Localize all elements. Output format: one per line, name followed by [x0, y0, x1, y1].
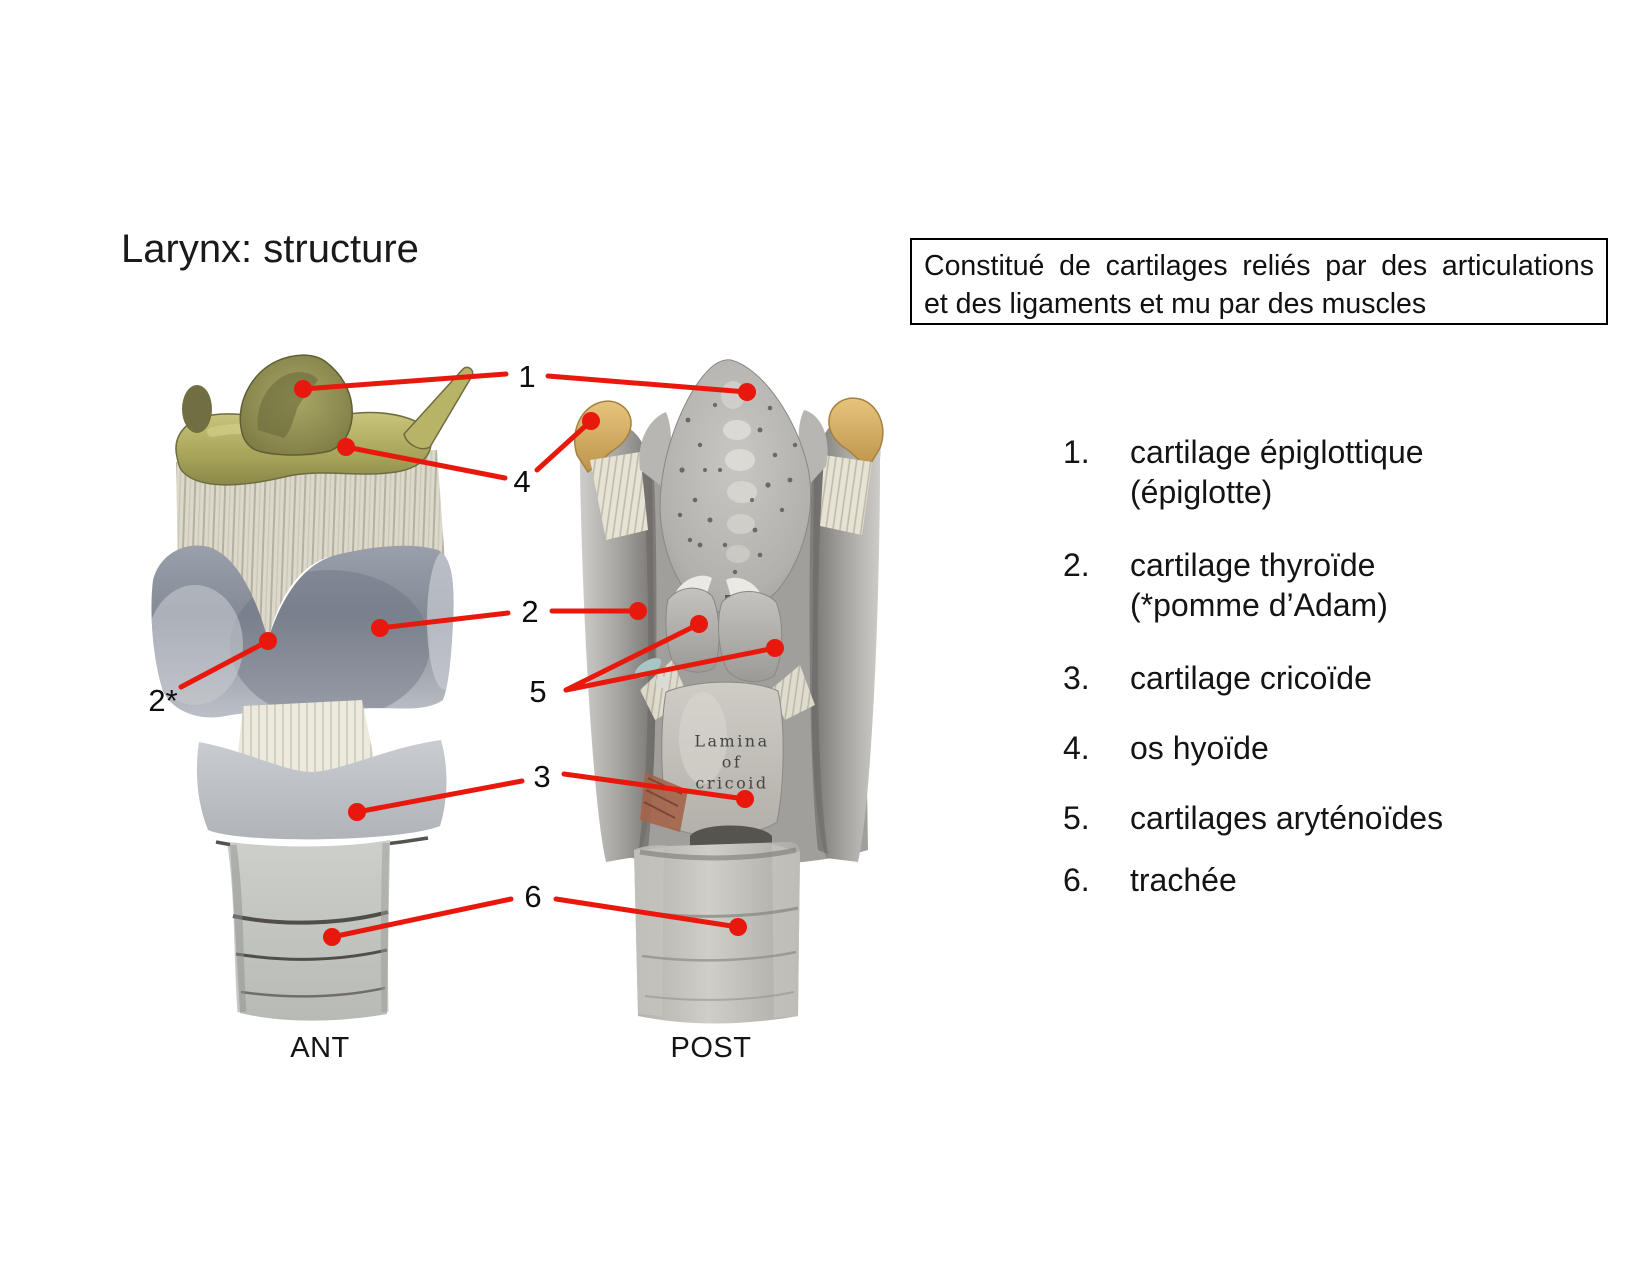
- ligament-left: [590, 452, 648, 540]
- lamina-left-shadow: [638, 472, 657, 854]
- leader-6-left: [329, 896, 514, 940]
- annotation-2star: 2*: [148, 683, 178, 718]
- tracheal-ring-seam: [235, 948, 388, 961]
- anterior-view-caption: ANT: [290, 1032, 350, 1064]
- cricoid-cartilage-anterior: [196, 740, 447, 840]
- leader-6-right: [553, 896, 741, 930]
- legend-item-number: 4.: [1063, 730, 1090, 766]
- leader-dots: [259, 380, 784, 946]
- annotation-5: 5: [529, 674, 547, 709]
- legend-item-label: cartilages aryténoïdes: [1130, 800, 1444, 836]
- tracheal-ring-seam: [641, 950, 797, 962]
- legend-item-label: trachée: [1130, 862, 1237, 898]
- legend-item-number: 6.: [1063, 862, 1090, 898]
- annotation-1: 1: [518, 359, 536, 394]
- leader-5-b: [563, 645, 778, 693]
- lamina-right-shadow: [809, 466, 828, 854]
- legend-item-3: 3. cartilage cricoïde: [1063, 658, 1543, 698]
- fiber-fan-right: [770, 665, 815, 720]
- legend-item-5: 5. cartilages aryténoïdes: [1063, 798, 1543, 838]
- annotation-3: 3: [533, 759, 551, 794]
- cricothyroid-ligament-anterior: [236, 700, 376, 780]
- epiglottis-detail: [677, 381, 798, 575]
- leader-2-left: [377, 610, 511, 631]
- leader-5-a: [563, 621, 702, 693]
- annotation-2: 2: [521, 594, 539, 629]
- leader-4-right: [534, 418, 594, 473]
- tracheal-ring-seam: [240, 986, 386, 998]
- legend-item-1: 1. cartilage épiglottique (épiglotte): [1063, 432, 1543, 512]
- hyoid-left-horn-anterior: [182, 385, 212, 433]
- legend-item-4: 4. os hyoïde: [1063, 728, 1543, 768]
- trachea-shading: [227, 844, 247, 1013]
- trachea-posterior: [634, 842, 800, 1024]
- leader-3-left: [354, 778, 525, 815]
- posterior-larynx-illustration: [574, 359, 884, 1024]
- articular-ball: [656, 676, 668, 688]
- legend-item-label: os hyoïde: [1130, 730, 1269, 766]
- leader-1-right: [545, 373, 750, 395]
- trachea-band-right: [772, 844, 800, 1018]
- info-box: Constitué de cartilages reliés par des a…: [910, 238, 1608, 325]
- leader-1-left: [300, 371, 509, 392]
- legend-item-2: 2. cartilage thyroïde (*pomme d’Adam): [1063, 545, 1543, 625]
- gray-petal-left: [639, 412, 672, 488]
- legend-item-number: 5.: [1063, 800, 1090, 836]
- info-box-line2: et des ligaments et mu par des muscles: [924, 288, 1427, 320]
- hyoid-horn-right-posterior: [828, 397, 884, 470]
- tracheal-ring-seam: [644, 991, 795, 1001]
- leader-4-left: [343, 444, 508, 481]
- anterior-larynx-illustration: [151, 354, 474, 1021]
- trachea-top-shadow: [639, 847, 797, 861]
- tracheal-ring-seam: [232, 910, 389, 925]
- leader-3-right: [561, 771, 748, 802]
- legend-item-number: 1.: [1063, 434, 1090, 470]
- legend-item-6: 6. trachée: [1063, 860, 1543, 900]
- leader-2star: [178, 638, 271, 690]
- legend-item-label: cartilage thyroïde (*pomme d’Adam): [1130, 547, 1388, 623]
- lamina-of-cricoid-label: Lamina of cricoid: [694, 731, 770, 793]
- trachea-band-left: [634, 848, 664, 1016]
- annotation-6: 6: [524, 879, 542, 914]
- page-title: Larynx: structure: [121, 227, 419, 271]
- lamina-highlight: [679, 692, 727, 784]
- ligament-right: [820, 455, 872, 535]
- trachea-anterior: [230, 840, 390, 1021]
- leader-lines: [178, 371, 778, 940]
- info-box-line1: Constitué de cartilages reliés par des a…: [924, 250, 1594, 282]
- legend-item-number: 3.: [1063, 660, 1090, 696]
- arytenoid-cartilage-right: [718, 591, 783, 683]
- legend-item-label: cartilage cricoïde: [1130, 660, 1372, 696]
- legend-item-number: 2.: [1063, 547, 1090, 583]
- legend-item-label: cartilage épiglottique (épiglotte): [1130, 434, 1424, 510]
- trachea-shading: [380, 842, 390, 1013]
- annotation-4: 4: [513, 464, 531, 499]
- posterior-view-caption: POST: [670, 1032, 752, 1064]
